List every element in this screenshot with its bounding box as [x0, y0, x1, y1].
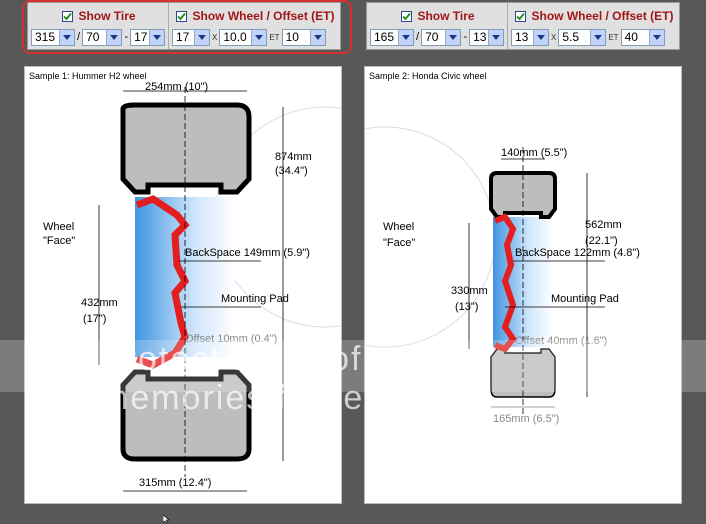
top-width-label: 254mm (10")	[145, 81, 209, 93]
wheel-offset-select[interactable]: 10	[281, 28, 326, 46]
top-width-label: 140mm (5.5")	[501, 147, 568, 159]
wheel-offset-select[interactable]: 40	[620, 28, 665, 46]
et-label: ET	[608, 32, 619, 42]
checkbox-checked-icon[interactable]	[176, 10, 188, 22]
sample-title: Sample 2: Honda Civic wheel	[369, 71, 487, 81]
chevron-down-icon[interactable]	[59, 29, 75, 45]
mounting-pad-label: Mounting Pad	[221, 293, 289, 305]
face-label-line1: Wheel	[383, 221, 415, 233]
backspace-label: BackSpace 149mm (5.9")	[185, 247, 310, 259]
chevron-down-icon[interactable]	[194, 29, 209, 45]
show-tire-label: Show Tire	[417, 9, 475, 23]
show-tire-section-2: Show Tire 165 / 70 - 13	[367, 3, 508, 49]
wheel-offset-value: 40	[624, 30, 638, 44]
show-wheel-section-1: Show Wheel / Offset (ET) 17 X 10.0 ET 10	[169, 3, 340, 49]
calculator-1-controls: Show Tire 315 / 70 - 17 Show Wheel / Off…	[27, 2, 341, 50]
wheel-width-select[interactable]: 5.5	[558, 28, 607, 46]
wheel-width-value: 5.5	[562, 30, 580, 44]
height-mm-label: 562mm	[585, 219, 622, 231]
rim-mm-label: 432mm	[81, 297, 118, 309]
chevron-down-icon[interactable]	[445, 29, 461, 45]
tire-size-selectors-2: 165 / 70 - 13	[370, 28, 504, 46]
x-separator: X	[212, 32, 218, 42]
dash-separator: -	[124, 31, 129, 43]
tire-width-value: 165	[374, 30, 395, 44]
chevron-down-icon[interactable]	[398, 29, 414, 45]
face-label-line2: "Face"	[43, 235, 76, 247]
rim-in-label: (17")	[83, 313, 107, 325]
tire-rim-select[interactable]: 17	[130, 28, 165, 46]
sample-panel-1: Sample 1: Hummer H2 wheel 254mm (10") 87…	[24, 66, 342, 504]
mounting-pad-label: Mounting Pad	[551, 293, 619, 305]
wheel-size-selectors-1: 17 X 10.0 ET 10	[172, 28, 337, 46]
height-mm-label: 874mm	[275, 151, 312, 163]
wheel-diameter-value: 17	[176, 30, 190, 44]
calculator-2-controls: Show Tire 165 / 70 - 13 Show Wheel / Off…	[366, 2, 680, 50]
tire-rim-select[interactable]: 13	[469, 28, 504, 46]
tire-aspect-value: 70	[425, 30, 439, 44]
checkbox-checked-icon[interactable]	[515, 10, 527, 22]
show-wheel-label: Show Wheel / Offset (ET)	[192, 9, 335, 23]
bottom-width-label: 315mm (12.4")	[139, 477, 212, 489]
dash-separator: -	[463, 31, 468, 43]
show-wheel-section-2: Show Wheel / Offset (ET) 13 X 5.5 ET 40	[508, 3, 679, 49]
wheel-diameter-value: 13	[515, 30, 529, 44]
wheel-diagram-2	[365, 126, 605, 417]
show-wheel-label: Show Wheel / Offset (ET)	[531, 9, 674, 23]
wheel-size-selectors-2: 13 X 5.5 ET 40	[511, 28, 676, 46]
face-label-line1: Wheel	[43, 221, 75, 233]
slash-separator: /	[77, 31, 81, 43]
chevron-down-icon[interactable]	[309, 29, 325, 45]
tire-top-section	[120, 102, 252, 195]
chevron-down-icon[interactable]	[488, 29, 503, 45]
face-label-line2: "Face"	[383, 237, 416, 249]
show-tire-label: Show Tire	[78, 9, 136, 23]
chevron-down-icon[interactable]	[106, 29, 122, 45]
x-separator: X	[551, 32, 557, 42]
wheel-diameter-select[interactable]: 17	[172, 28, 210, 46]
checkbox-checked-icon[interactable]	[62, 10, 74, 22]
bottom-width-label: 165mm (6.5")	[493, 413, 560, 425]
sample-panel-2: Sample 2: Honda Civic wheel 140mm (5.5")…	[364, 66, 682, 504]
wheel-face-profile	[493, 213, 517, 353]
chevron-down-icon[interactable]	[251, 29, 267, 45]
wheel-width-select[interactable]: 10.0	[219, 28, 268, 46]
tire-aspect-select[interactable]: 70	[82, 28, 123, 46]
show-tire-section-1: Show Tire 315 / 70 - 17	[28, 3, 169, 49]
show-wheel-toggle-2[interactable]: Show Wheel / Offset (ET)	[514, 8, 675, 24]
wheel-offset-value: 10	[285, 30, 299, 44]
checkbox-checked-icon[interactable]	[401, 10, 413, 22]
tire-rim-value: 13	[473, 30, 487, 44]
tire-aspect-value: 70	[86, 30, 100, 44]
tire-rim-value: 17	[134, 30, 148, 44]
et-label: ET	[269, 32, 280, 42]
tire-aspect-select[interactable]: 70	[421, 28, 462, 46]
wheel-diameter-select[interactable]: 13	[511, 28, 549, 46]
tire-width-value: 315	[35, 30, 56, 44]
tire-width-select[interactable]: 165	[370, 28, 415, 46]
chevron-down-icon[interactable]	[533, 29, 548, 45]
show-tire-toggle-1[interactable]: Show Tire	[34, 8, 164, 24]
rim-mm-label: 330mm	[451, 285, 488, 297]
tire-width-select[interactable]: 315	[31, 28, 76, 46]
chevron-down-icon[interactable]	[648, 29, 664, 45]
chevron-down-icon[interactable]	[590, 29, 606, 45]
backspace-label: BackSpace 122mm (4.8")	[515, 247, 640, 259]
wheel-width-value: 10.0	[223, 30, 247, 44]
slash-separator: /	[416, 31, 420, 43]
rim-in-label: (13")	[455, 301, 479, 313]
offset-label: Offset 40mm (1.6")	[515, 335, 608, 347]
show-tire-toggle-2[interactable]: Show Tire	[373, 8, 503, 24]
offset-label: Offset 10mm (0.4")	[185, 333, 278, 345]
mouse-cursor-icon	[163, 515, 169, 523]
show-wheel-toggle-1[interactable]: Show Wheel / Offset (ET)	[175, 8, 336, 24]
height-in-label: (34.4")	[275, 165, 308, 177]
wheel-diagram-1	[98, 87, 341, 492]
chevron-down-icon[interactable]	[149, 29, 164, 45]
tire-bottom-section	[120, 369, 252, 462]
height-in-label: (22.1")	[585, 235, 618, 247]
tire-size-selectors-1: 315 / 70 - 17	[31, 28, 165, 46]
sample-title: Sample 1: Hummer H2 wheel	[29, 71, 147, 81]
